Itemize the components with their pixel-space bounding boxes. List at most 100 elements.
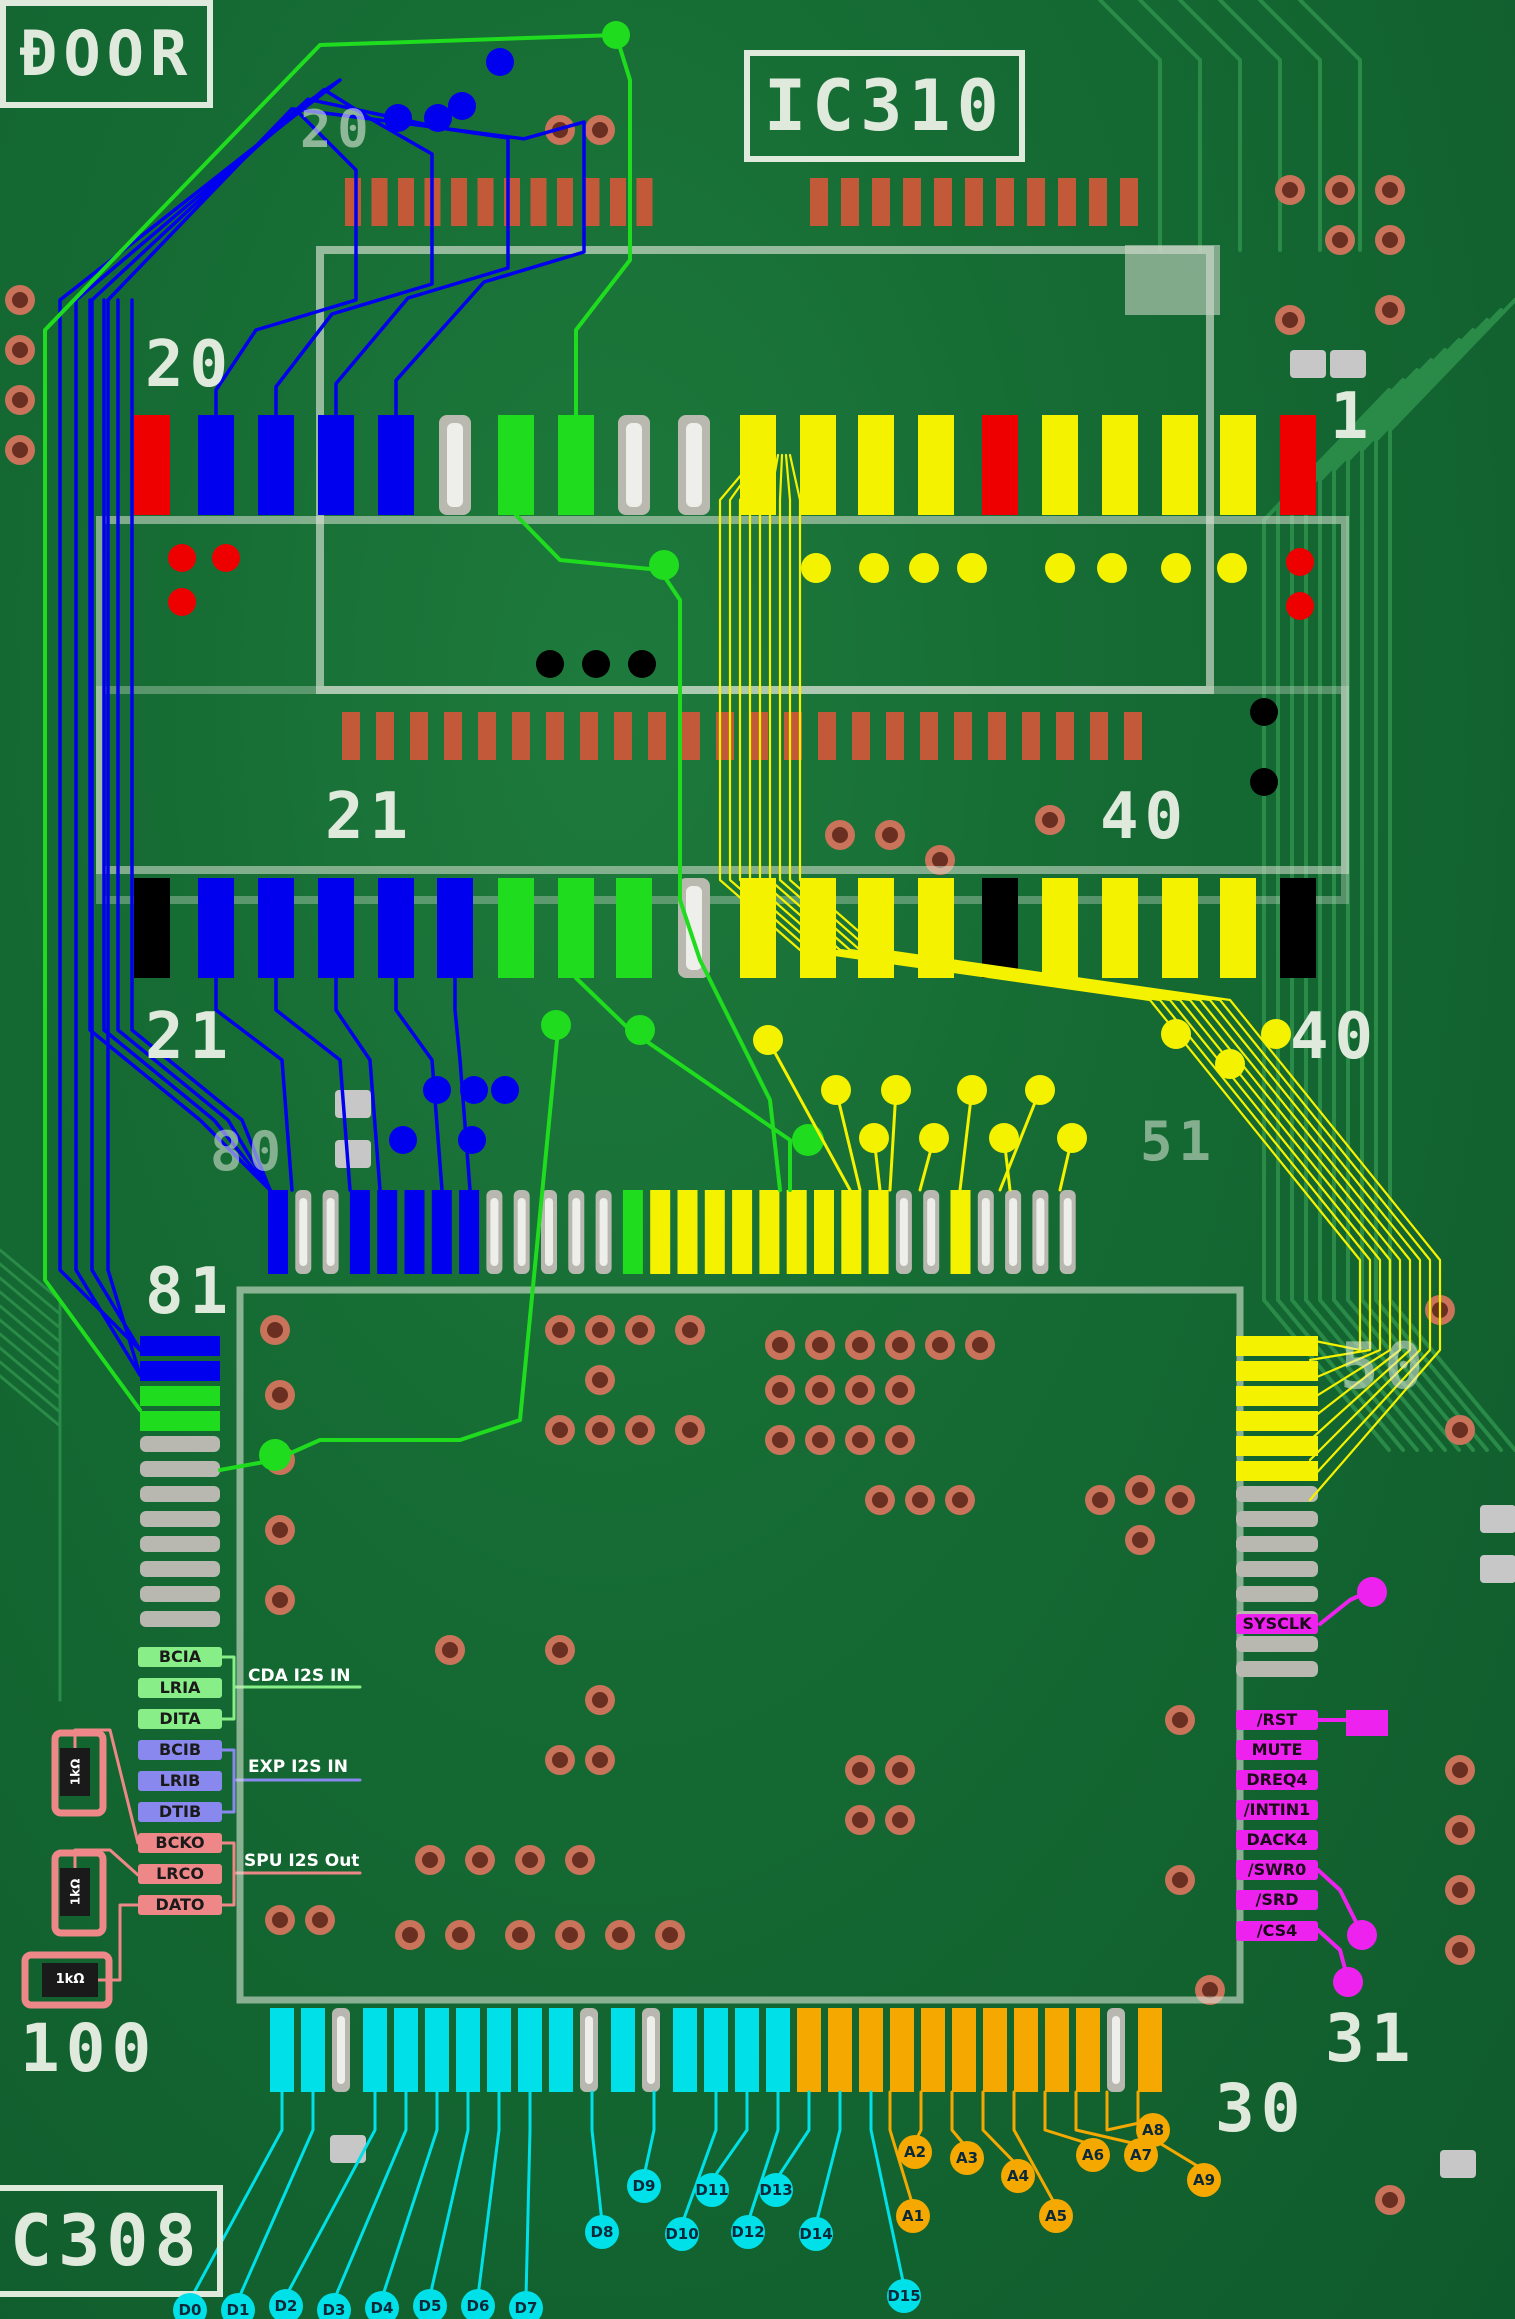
ic310-pad-top (1027, 178, 1045, 226)
ic310-pad-top (477, 178, 494, 226)
via-blue (424, 104, 452, 132)
pcb-via-hole (972, 1337, 988, 1353)
pcb-via-hole (552, 1642, 568, 1658)
ic308-pin-right (1236, 1561, 1318, 1577)
via-green (602, 21, 630, 49)
pcb-bg-trace (1374, 308, 1503, 1452)
trace-blue-bot-4 (453, 976, 472, 1192)
pcb-via-hole (272, 1387, 288, 1403)
ic308-pin-left (140, 1436, 220, 1452)
signal-label-lrco: LRCO (138, 1864, 222, 1884)
pcb-via-hole (512, 1927, 528, 1943)
ic308-pin-top-shine (545, 1198, 553, 1266)
ic308-pin-top (377, 1190, 398, 1274)
trace-green-3 (514, 513, 662, 572)
ic310-pad-bottom (818, 712, 836, 760)
trace-d14 (814, 2090, 842, 2226)
conn-bottom-pad-23 (258, 878, 294, 978)
ic308-pin-bottom (425, 2008, 449, 2092)
ic310-pad-bottom (784, 712, 802, 760)
pcb-via-hole (552, 1422, 568, 1438)
ic308-pin-right (1236, 1511, 1318, 1527)
dot-red (212, 544, 240, 572)
via-magenta (1333, 1967, 1363, 1997)
pcb-via-hole (267, 1322, 283, 1338)
ic308-pin-top-shine (899, 1198, 908, 1266)
dot-black (582, 650, 610, 678)
pcb-via-hole (612, 1927, 628, 1943)
ic310-pad-top (583, 178, 600, 226)
dot-black (536, 650, 564, 678)
conn-bottom-pad-21 (134, 878, 170, 978)
pcb-via-hole (572, 1852, 588, 1868)
ic308-pin-top (459, 1190, 480, 1274)
conn-top-pad-19 (198, 415, 234, 515)
ic308-pin-left (140, 1611, 220, 1627)
ic308-pin-bottom (890, 2008, 914, 2092)
pcb-via-hole (1452, 1422, 1468, 1438)
pcb-bg-trace (0, 1360, 62, 1702)
pcb-bg-trace (1388, 298, 1515, 1452)
trace-yellow-short-8 (1058, 1136, 1074, 1192)
trace-a4 (981, 2090, 1020, 2168)
pcb-via-hole (592, 1752, 608, 1768)
trace-green-2 (43, 33, 618, 1412)
ic310-pad-top (636, 178, 653, 226)
pcb-via-hole (932, 1337, 948, 1353)
trace-d12 (746, 2090, 780, 2224)
pin-label-d9: D9 (627, 2169, 661, 2203)
via-blue (460, 1076, 488, 1104)
ic310-pad-bottom (886, 712, 904, 760)
silk-ic310: IC310 (744, 50, 1025, 162)
trace-yellow-3 (748, 453, 1392, 1402)
pcb-via-hole (812, 1382, 828, 1398)
pin-label-d13: D13 (759, 2173, 793, 2207)
silk-40: 40 (1290, 1000, 1380, 1074)
trace-blue-bot-0 (214, 976, 294, 1192)
dot-red (1286, 548, 1314, 576)
pcb-bg-trace (1258, 0, 1322, 252)
pin-label-d6: D6 (461, 2289, 495, 2319)
ic308-pin-right (1236, 1536, 1318, 1552)
trace-d6 (476, 2090, 501, 2298)
ic310-pad-top (451, 178, 467, 226)
ic308-pin-top-shine (1036, 1198, 1045, 1266)
pcb-via-hole (632, 1322, 648, 1338)
ic308-pin-bottom (1076, 2008, 1100, 2092)
ic308-pin-bottom (487, 2008, 511, 2092)
trace-yellow-8 (788, 453, 1442, 1502)
signal-label-dreq4: DREQ4 (1236, 1770, 1318, 1790)
silk-21-top: 21 (325, 780, 415, 854)
ic308-pin-top (814, 1190, 834, 1274)
ic310-pad-bottom (716, 712, 734, 760)
signal-label-nswr0: /SWR0 (1236, 1860, 1318, 1880)
silk-81: 81 (145, 1255, 235, 1329)
dot-red (168, 544, 196, 572)
trace-green-1 (574, 33, 632, 417)
ic310-pad-bottom (614, 712, 632, 760)
silk-80: 80 (210, 1120, 288, 1183)
conn-top-pad-8 (858, 415, 894, 515)
pcb-via-hole (592, 1422, 608, 1438)
via-yellow (801, 553, 831, 583)
ic310-pad-top (872, 178, 890, 226)
conn-bottom-pad-28 (558, 878, 594, 978)
signal-label-sysclk: SYSCLK (1236, 1614, 1318, 1634)
ic308-pin-bottom-shine (1112, 2016, 1120, 2084)
pcb-via-hole (1382, 182, 1398, 198)
trace-yellow-1 (728, 453, 1372, 1362)
conn-top-pad-16 (378, 415, 414, 515)
silk-20-top: 20 (300, 100, 375, 160)
trace-d13 (774, 2090, 811, 2182)
pcb-via-hole (452, 1927, 468, 1943)
pcb-via-hole (272, 1592, 288, 1608)
ic310-pad-top (1058, 178, 1076, 226)
via-blue (389, 1126, 417, 1154)
conn-top-pad-17 (318, 415, 354, 515)
pcb-via-hole (772, 1337, 788, 1353)
pcb-via-hole (1132, 1482, 1148, 1498)
ic310-pad-top (1120, 178, 1138, 226)
ic308-pin-top (732, 1190, 753, 1274)
ic308-pin-bottom-shine (585, 2016, 593, 2084)
